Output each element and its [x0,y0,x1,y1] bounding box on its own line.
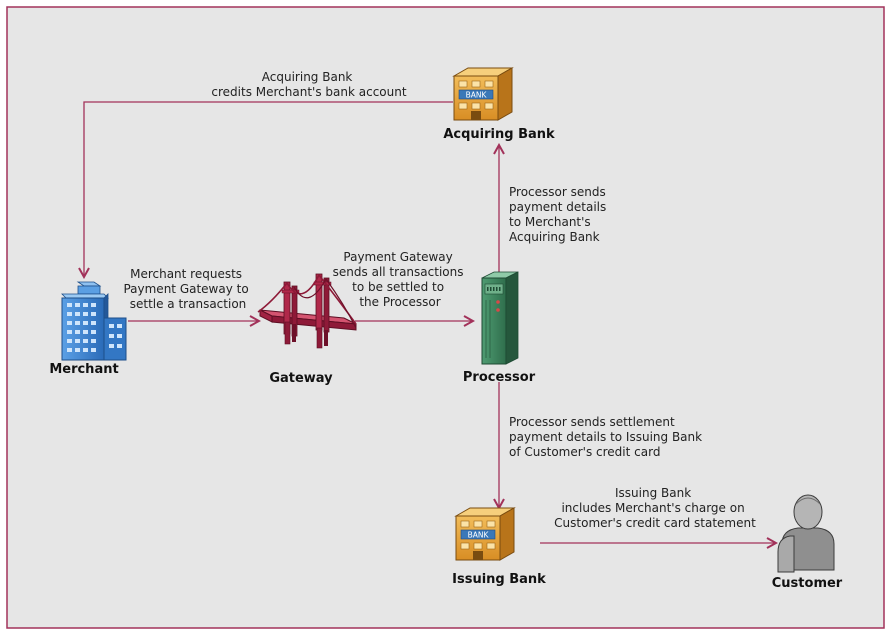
merchant-to-gateway-caption-line: settle a transaction [130,297,247,311]
gateway-to-processor-caption-line: the Processor [359,295,440,309]
issuing-to-customer-caption-line: Issuing Bank [615,486,691,500]
merchant-to-gateway-caption: Merchant requests Payment Gateway to set… [123,267,252,311]
gateway-to-processor-caption-line: sends all transactions [333,265,464,279]
processor-to-issuing-caption-line: of Customer's credit card [509,445,660,459]
gateway-label: Gateway [269,371,333,386]
acquiring-to-merchant-caption-line: Acquiring Bank [262,70,353,84]
issuing-to-customer-caption: Issuing Bank includes Merchant's charge … [554,486,756,530]
issuing-bank-icon: BANK [454,507,516,561]
gateway-bridge-icon [257,273,357,349]
processor-to-issuing-caption: Processor sends settlement payment detai… [509,415,706,459]
arrow-acquiring-to-merchant [84,101,453,277]
processor-to-acquiring-caption: Processor sends payment details to Merch… [509,185,610,244]
merchant-to-gateway-caption-line: Merchant requests [130,267,242,281]
acquiring-bank-label: Acquiring Bank [443,127,555,142]
processor-to-acquiring-caption-line: Acquiring Bank [509,230,600,244]
processor-to-issuing-caption-line: Processor sends settlement [509,415,675,429]
diagram-frame [6,6,885,629]
issuing-bank-sign: BANK [468,531,490,540]
merchant-label: Merchant [49,362,118,377]
acquiring-bank-icon: BANK [452,67,514,121]
processor-label: Processor [463,370,536,385]
processor-to-acquiring-caption-line: Processor sends [509,185,606,199]
acquiring-to-merchant-caption: Acquiring Bank credits Merchant's bank a… [211,70,406,99]
issuing-bank-label: Issuing Bank [452,572,546,587]
gateway-to-processor-caption: Payment Gateway sends all transactions t… [333,250,468,309]
processor-to-acquiring-caption-line: to Merchant's [509,215,591,229]
issuing-to-customer-caption-line: Customer's credit card statement [554,516,756,530]
merchant-building-icon [61,281,127,361]
issuing-to-customer-caption-line: includes Merchant's charge on [561,501,744,515]
processor-to-acquiring-caption-line: payment details [509,200,606,214]
acquiring-to-merchant-caption-line: credits Merchant's bank account [211,85,406,99]
customer-label: Customer [772,576,843,591]
gateway-to-processor-caption-line: to be settled to [352,280,444,294]
acquiring-bank-sign: BANK [466,91,488,100]
merchant-to-gateway-caption-line: Payment Gateway to [123,282,248,296]
customer-person-icon [777,494,835,573]
gateway-to-processor-caption-line: Payment Gateway [343,250,452,264]
processor-to-issuing-caption-line: payment details to Issuing Bank [509,430,702,444]
processor-server-icon [481,271,519,365]
